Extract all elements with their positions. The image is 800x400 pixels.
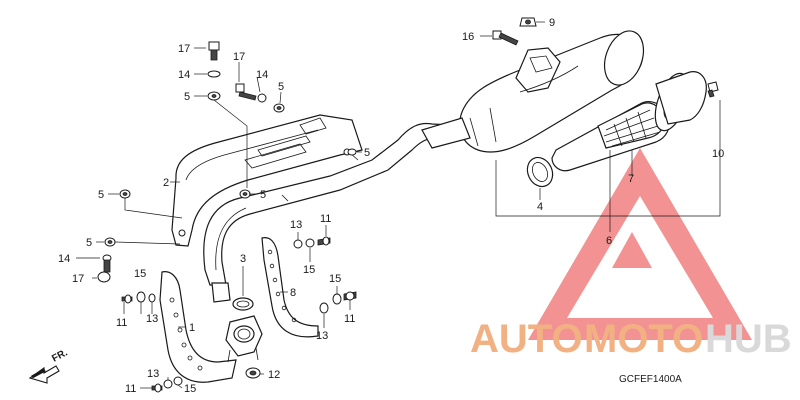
- callout-11: 11: [116, 317, 127, 329]
- callout-11: 11: [320, 213, 331, 225]
- callout-13: 13: [316, 330, 328, 342]
- callout-8: 8: [290, 287, 296, 299]
- watermark-triangle: [528, 148, 752, 340]
- callout-14: 14: [58, 253, 70, 265]
- callouts: 17 14 5 17 14 5 2 5 5 5 5 14 17 15 11 13…: [58, 17, 724, 395]
- callout-14: 14: [178, 69, 190, 81]
- callout-13: 13: [290, 219, 302, 231]
- front-label: FR.: [50, 347, 70, 364]
- callout-7: 7: [628, 173, 634, 185]
- exhaust-flange: [225, 315, 263, 363]
- callout-5: 5: [364, 147, 370, 159]
- callout-6: 6: [606, 235, 612, 247]
- watermark-text: AUTO MOTO HUB: [470, 317, 792, 361]
- leader-lines: [76, 21, 721, 389]
- callout-5: 5: [184, 91, 190, 103]
- callout-1: 1: [189, 322, 195, 334]
- callout-15: 15: [184, 383, 196, 395]
- callout-13: 13: [147, 368, 159, 380]
- callout-5: 5: [260, 189, 266, 201]
- callout-11: 11: [344, 313, 355, 325]
- callout-16: 16: [462, 31, 474, 43]
- lower-protector: [159, 271, 237, 383]
- callout-4: 4: [537, 201, 543, 213]
- watermark-word-hub: HUB: [705, 317, 792, 361]
- muffler: [421, 30, 645, 153]
- muffler-gasket: [526, 156, 554, 188]
- callout-15: 15: [134, 268, 146, 280]
- callout-11: 11: [125, 383, 136, 395]
- callout-12: 12: [268, 369, 280, 381]
- callout-15: 15: [329, 273, 341, 285]
- diagram-code: GCFEF1400A: [619, 374, 682, 385]
- callout-17: 17: [72, 273, 84, 285]
- callout-17: 17: [233, 51, 245, 63]
- watermark-word-moto: MOTO: [584, 317, 703, 361]
- hardware: [97, 17, 719, 393]
- callout-13: 13: [146, 313, 158, 325]
- front-direction-marker: FR.: [28, 347, 70, 384]
- callout-5: 5: [86, 237, 92, 249]
- lower-protector-rear: [261, 237, 319, 338]
- callout-2: 2: [163, 177, 169, 189]
- callout-10: 10: [712, 148, 724, 160]
- callout-14: 14: [256, 69, 268, 81]
- callout-9: 9: [549, 17, 555, 29]
- callout-5: 5: [98, 189, 104, 201]
- exhaust-gasket: [232, 297, 254, 311]
- callout-15: 15: [303, 264, 315, 276]
- watermark-word-auto: AUTO: [470, 317, 583, 361]
- spark-arrester: [551, 71, 707, 172]
- callout-17: 17: [178, 43, 190, 55]
- callout-5: 5: [278, 81, 284, 93]
- callout-3: 3: [240, 253, 246, 265]
